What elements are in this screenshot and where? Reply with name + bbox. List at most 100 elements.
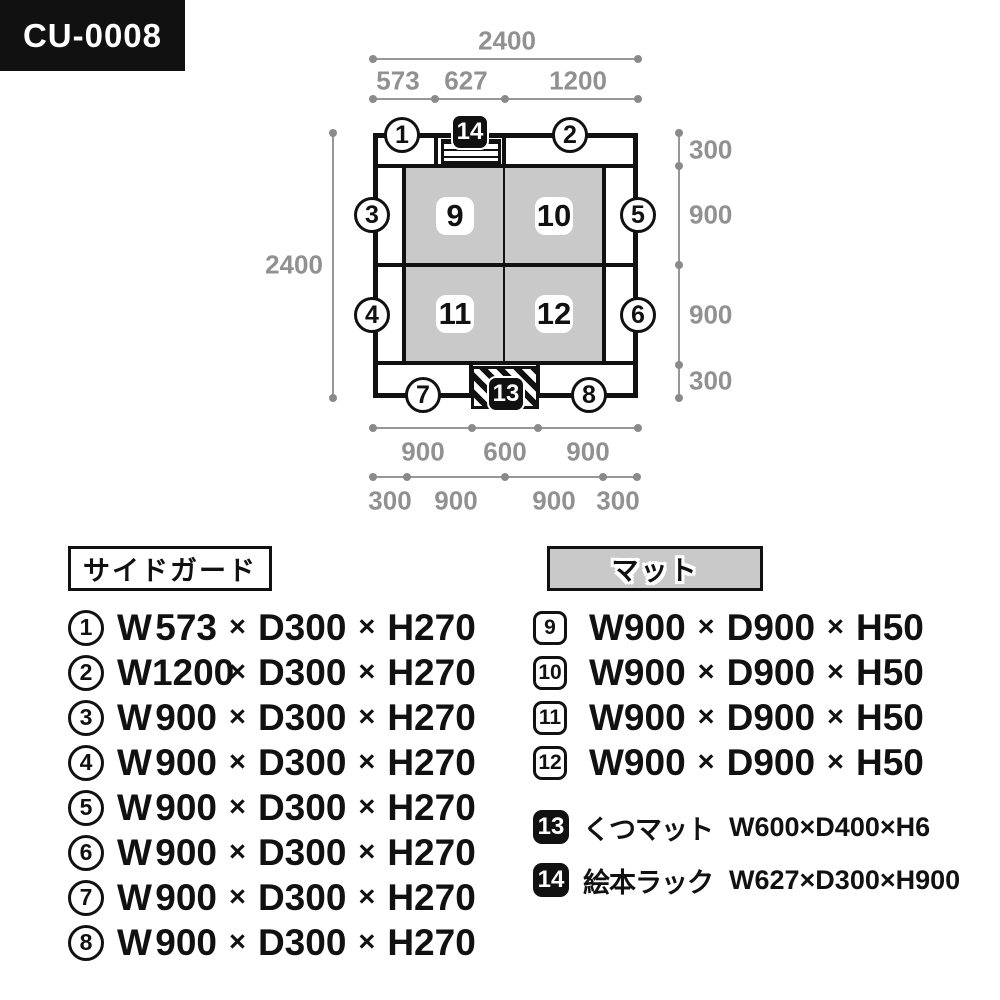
item-name: 絵本ラック bbox=[583, 867, 714, 898]
dim-top-seg2: 627 bbox=[444, 65, 488, 96]
dim-dot bbox=[633, 473, 641, 481]
item-number-badge: 10 bbox=[533, 655, 567, 690]
dim-right-seg2: 900 bbox=[689, 199, 733, 230]
dim-dot bbox=[501, 473, 509, 481]
mat-item-12: 12 W900×D900×H50 bbox=[533, 740, 924, 785]
item-spec: W900×D900×H50 bbox=[589, 696, 924, 738]
dim-bottom-outer4: 300 bbox=[596, 485, 640, 516]
item-number-badge: 3 bbox=[68, 699, 104, 736]
guard-1-marker: 1 bbox=[384, 117, 420, 153]
dim-line bbox=[332, 133, 334, 398]
dim-right-seg3: 900 bbox=[689, 299, 733, 330]
book-rack-legend-item: 14 絵本ラック W627×D300×H900 bbox=[533, 858, 960, 902]
model-code-badge: CU-0008 bbox=[0, 0, 185, 71]
dim-bottom-outer1: 300 bbox=[368, 485, 412, 516]
mat-section-title: マット bbox=[547, 546, 763, 591]
dim-top-seg1: 573 bbox=[376, 65, 420, 96]
plan-line-right-strip bbox=[602, 168, 606, 361]
dim-dot bbox=[431, 95, 439, 103]
mat-10-label: 10 bbox=[535, 197, 573, 235]
mat-item-9: 9 W900×D900×H50 bbox=[533, 605, 924, 650]
dim-line bbox=[373, 58, 638, 60]
dim-dot bbox=[369, 473, 377, 481]
plan-line-bottom-strip bbox=[373, 361, 638, 365]
dim-dot bbox=[369, 55, 377, 63]
shoe-mat-marker: 13 bbox=[487, 376, 525, 412]
plan-divider-guard1-rack bbox=[434, 138, 438, 164]
mat-item-10: 10 W900×D900×H50 bbox=[533, 650, 924, 695]
item-number-badge: 11 bbox=[533, 700, 567, 735]
dim-dot bbox=[675, 261, 683, 269]
mat-list: 9 W900×D900×H50 10 W900×D900×H50 11 W900… bbox=[533, 605, 924, 785]
item-spec: W900×D900×H50 bbox=[589, 651, 924, 693]
guard-3-marker: 3 bbox=[354, 197, 390, 233]
item-spec: W900×D900×H50 bbox=[589, 741, 924, 783]
dim-dot bbox=[403, 473, 411, 481]
guard-5-marker: 5 bbox=[620, 197, 656, 233]
plan-line-left-strip bbox=[402, 168, 406, 361]
dim-dot bbox=[369, 424, 377, 432]
dim-bottom-inner2: 600 bbox=[483, 436, 527, 467]
plan-line-mat-divider bbox=[503, 168, 505, 361]
item-number-badge: 4 bbox=[68, 744, 104, 781]
guard-2-marker: 2 bbox=[552, 117, 588, 153]
dim-top-total: 2400 bbox=[478, 25, 536, 56]
dim-dot bbox=[675, 394, 683, 402]
plan-divider-rack-guard2 bbox=[502, 138, 506, 164]
guard-7-marker: 7 bbox=[405, 377, 441, 413]
item-size: W600×D400×H6 bbox=[729, 811, 931, 842]
mat-12-label: 12 bbox=[535, 295, 573, 333]
dim-top-seg3: 1200 bbox=[549, 65, 607, 96]
guard-8-marker: 8 bbox=[571, 377, 607, 413]
dim-left-total: 2400 bbox=[265, 249, 323, 280]
dim-dot bbox=[369, 95, 377, 103]
mat-11-label: 11 bbox=[436, 295, 474, 333]
dim-dot bbox=[599, 473, 607, 481]
item-number-badge: 6 bbox=[68, 834, 104, 871]
item-number-badge: 9 bbox=[533, 610, 567, 645]
item-number-badge: 1 bbox=[68, 609, 104, 646]
item-number-badge: 8 bbox=[68, 924, 104, 961]
mat-9-label: 9 bbox=[436, 197, 474, 235]
item-number-badge: 2 bbox=[68, 654, 104, 691]
item-number-badge: 14 bbox=[533, 863, 569, 897]
item-name: くつマット bbox=[583, 814, 714, 845]
plan-line-middle bbox=[373, 263, 638, 267]
mat-item-11: 11 W900×D900×H50 bbox=[533, 695, 924, 740]
dim-dot bbox=[329, 129, 337, 137]
dim-dot bbox=[329, 394, 337, 402]
item-number-badge: 7 bbox=[68, 879, 104, 916]
dim-dot bbox=[634, 55, 642, 63]
guard-4-marker: 4 bbox=[354, 297, 390, 333]
plan-line-top-strip bbox=[373, 164, 638, 168]
dim-dot bbox=[501, 95, 509, 103]
item-size: W627×D300×H900 bbox=[729, 864, 961, 895]
side-guard-section-title: サイドガード bbox=[68, 546, 272, 591]
item-number-badge: 13 bbox=[533, 810, 569, 844]
book-rack-marker: 14 bbox=[451, 114, 489, 150]
dim-bottom-outer2: 900 bbox=[434, 485, 478, 516]
item-number-badge: 5 bbox=[68, 789, 104, 826]
dim-dot bbox=[634, 95, 642, 103]
item-spec: W900×D900×H50 bbox=[589, 606, 924, 648]
dim-dot bbox=[675, 162, 683, 170]
dim-bottom-inner3: 900 bbox=[566, 436, 610, 467]
dim-right-seg1: 300 bbox=[689, 134, 733, 165]
guard-6-marker: 6 bbox=[620, 297, 656, 333]
dim-bottom-inner1: 900 bbox=[401, 436, 445, 467]
